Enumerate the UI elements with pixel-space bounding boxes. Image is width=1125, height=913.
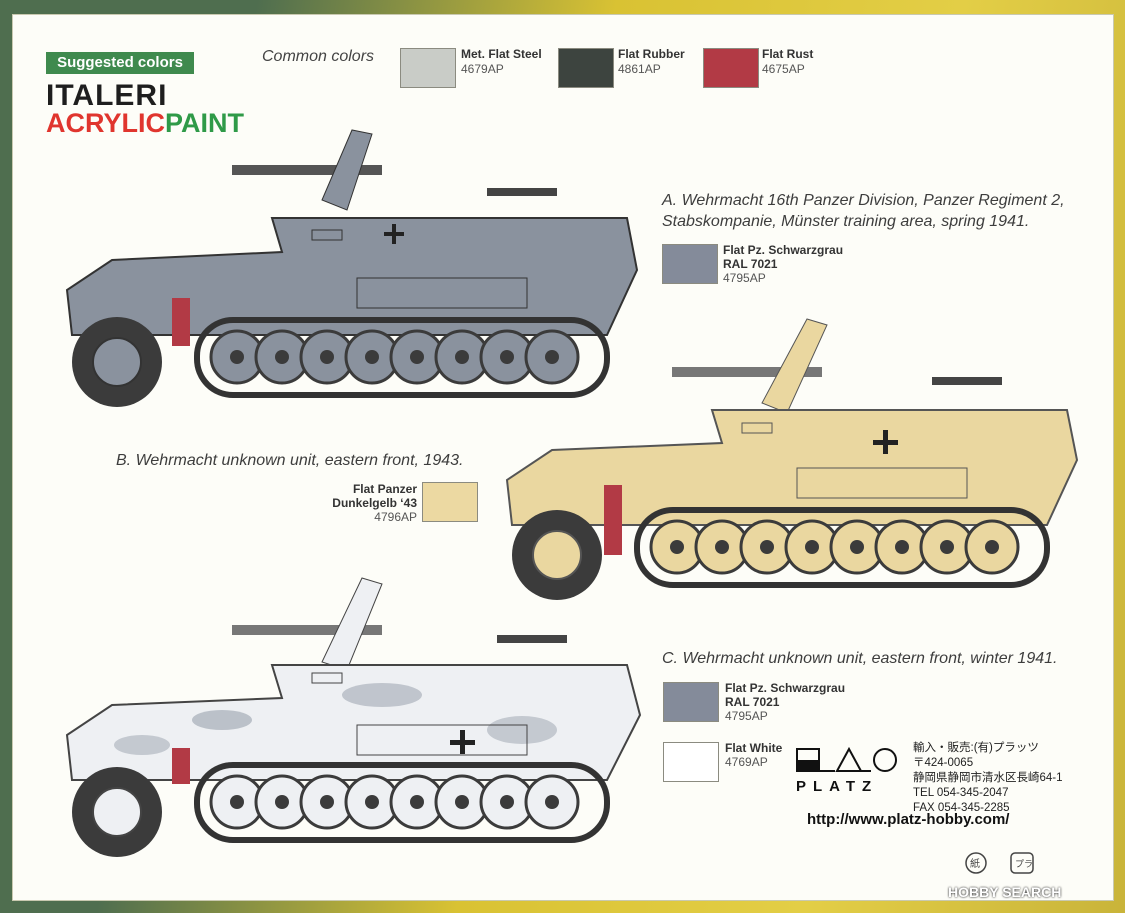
suggested-colors-label: Suggested colors	[46, 52, 194, 74]
road-wheel-hub	[545, 350, 559, 364]
platz-logo-icon	[796, 746, 897, 772]
cross-emblem-a	[384, 224, 404, 244]
cross-emblem-c	[450, 730, 475, 754]
platz-line: 静岡県静岡市清水区長崎64-1	[913, 772, 1063, 784]
road-wheel-hub	[895, 540, 909, 554]
swatch-flat-rust	[703, 48, 759, 88]
road-wheels-c	[209, 774, 580, 830]
halftrack-illustration-c	[65, 577, 642, 857]
common-colors-label: Common colors	[262, 48, 375, 65]
swatch-code: 4795AP	[723, 271, 766, 285]
swatch-flat-rubber	[558, 48, 614, 88]
road-wheel-hub	[365, 350, 379, 364]
platz-line: FAX 054-345-2285	[913, 802, 1010, 814]
road-wheel-hub	[275, 350, 289, 364]
swatch-code: 4769AP	[725, 755, 768, 769]
brand-paint: PAINT	[165, 108, 244, 138]
swatch-scheme-b	[422, 482, 478, 522]
hobby-search-watermark: HOBBY SEARCH	[948, 884, 1062, 900]
road-wheel-hub	[455, 350, 469, 364]
swatch-name: Flat Rust	[762, 47, 814, 61]
swatch-scheme-c-white	[663, 742, 719, 782]
cross-emblem-b	[873, 430, 898, 454]
platz-line: 〒424-0065	[913, 757, 974, 769]
svg-text:プラ: プラ	[1015, 859, 1033, 870]
swatch-code: 4796AP	[374, 510, 417, 524]
road-wheel-hub	[670, 540, 684, 554]
swatch-code: 4795AP	[725, 709, 768, 723]
halftrack-illustration-a	[65, 129, 639, 407]
swatch-name: Flat Pz. Schwarzgrau	[725, 681, 846, 695]
brand-acrylic: ACRYLIC	[46, 108, 165, 138]
road-wheel-hub	[715, 540, 729, 554]
scheme-a-caption-line2: Stabskompanie, Münster training area, sp…	[662, 213, 1030, 230]
road-wheel-hub	[500, 350, 514, 364]
swatch-name: Flat White	[725, 741, 783, 755]
gun-barrel-a	[232, 165, 382, 175]
road-wheel-hub	[410, 350, 424, 364]
swatch-name: Met. Flat Steel	[461, 47, 542, 61]
road-wheels-a	[209, 329, 580, 385]
road-wheel-hub	[500, 795, 514, 809]
road-wheel-hub	[805, 540, 819, 554]
brand-italeri: ITALERI	[46, 79, 168, 112]
road-wheel-hub	[760, 540, 774, 554]
scheme-b-caption: B. Wehrmacht unknown unit, eastern front…	[116, 452, 464, 469]
road-wheel-hub	[230, 795, 244, 809]
scheme-a-caption-line1: A. Wehrmacht 16th Panzer Division, Panze…	[662, 192, 1065, 209]
swatch-code: 4679AP	[461, 62, 504, 76]
swatch-met-flat-steel	[400, 48, 456, 88]
svg-text:紙: 紙	[970, 857, 980, 870]
halftrack-illustration-b	[505, 318, 1079, 600]
road-wheel-hub	[410, 795, 424, 809]
road-wheel-hub	[275, 795, 289, 809]
road-wheel-hub	[365, 795, 379, 809]
road-wheel-hub	[320, 350, 334, 364]
swatch-code: 4861AP	[618, 62, 661, 76]
road-wheel-hub	[850, 540, 864, 554]
swatch-ral: RAL 7021	[723, 257, 778, 271]
swatch-name: Dunkelgelb ‘43	[332, 496, 417, 510]
platz-url[interactable]: http://www.platz-hobby.com/	[807, 811, 1010, 828]
recycle-marks-icon: 紙 プラ	[965, 852, 1034, 874]
road-wheel-hub	[455, 795, 469, 809]
swatch-ral: RAL 7021	[725, 695, 780, 709]
road-wheel-hub	[320, 795, 334, 809]
road-wheel-hub	[230, 350, 244, 364]
brand-acrylic-paint: ACRYLICPAINT	[46, 108, 244, 139]
road-wheels-b	[649, 519, 1020, 575]
swatch-scheme-a	[662, 244, 718, 284]
swatch-name: Flat Panzer	[352, 482, 417, 496]
swatch-name: Flat Pz. Schwarzgrau	[723, 243, 844, 257]
platz-line: 輸入・販売:(有)プラッツ	[913, 742, 1039, 754]
platz-logo-text: PLATZ	[796, 778, 879, 795]
road-wheel-hub	[545, 795, 559, 809]
swatch-code: 4675AP	[762, 62, 805, 76]
swatch-name: Flat Rubber	[618, 47, 685, 61]
platz-line: TEL 054-345-2047	[913, 787, 1009, 799]
machine-gun-a	[487, 188, 557, 196]
swatch-scheme-c-grey	[663, 682, 719, 722]
scheme-c-caption: C. Wehrmacht unknown unit, eastern front…	[662, 650, 1058, 667]
road-wheel-hub	[940, 540, 954, 554]
road-wheel-hub	[985, 540, 999, 554]
